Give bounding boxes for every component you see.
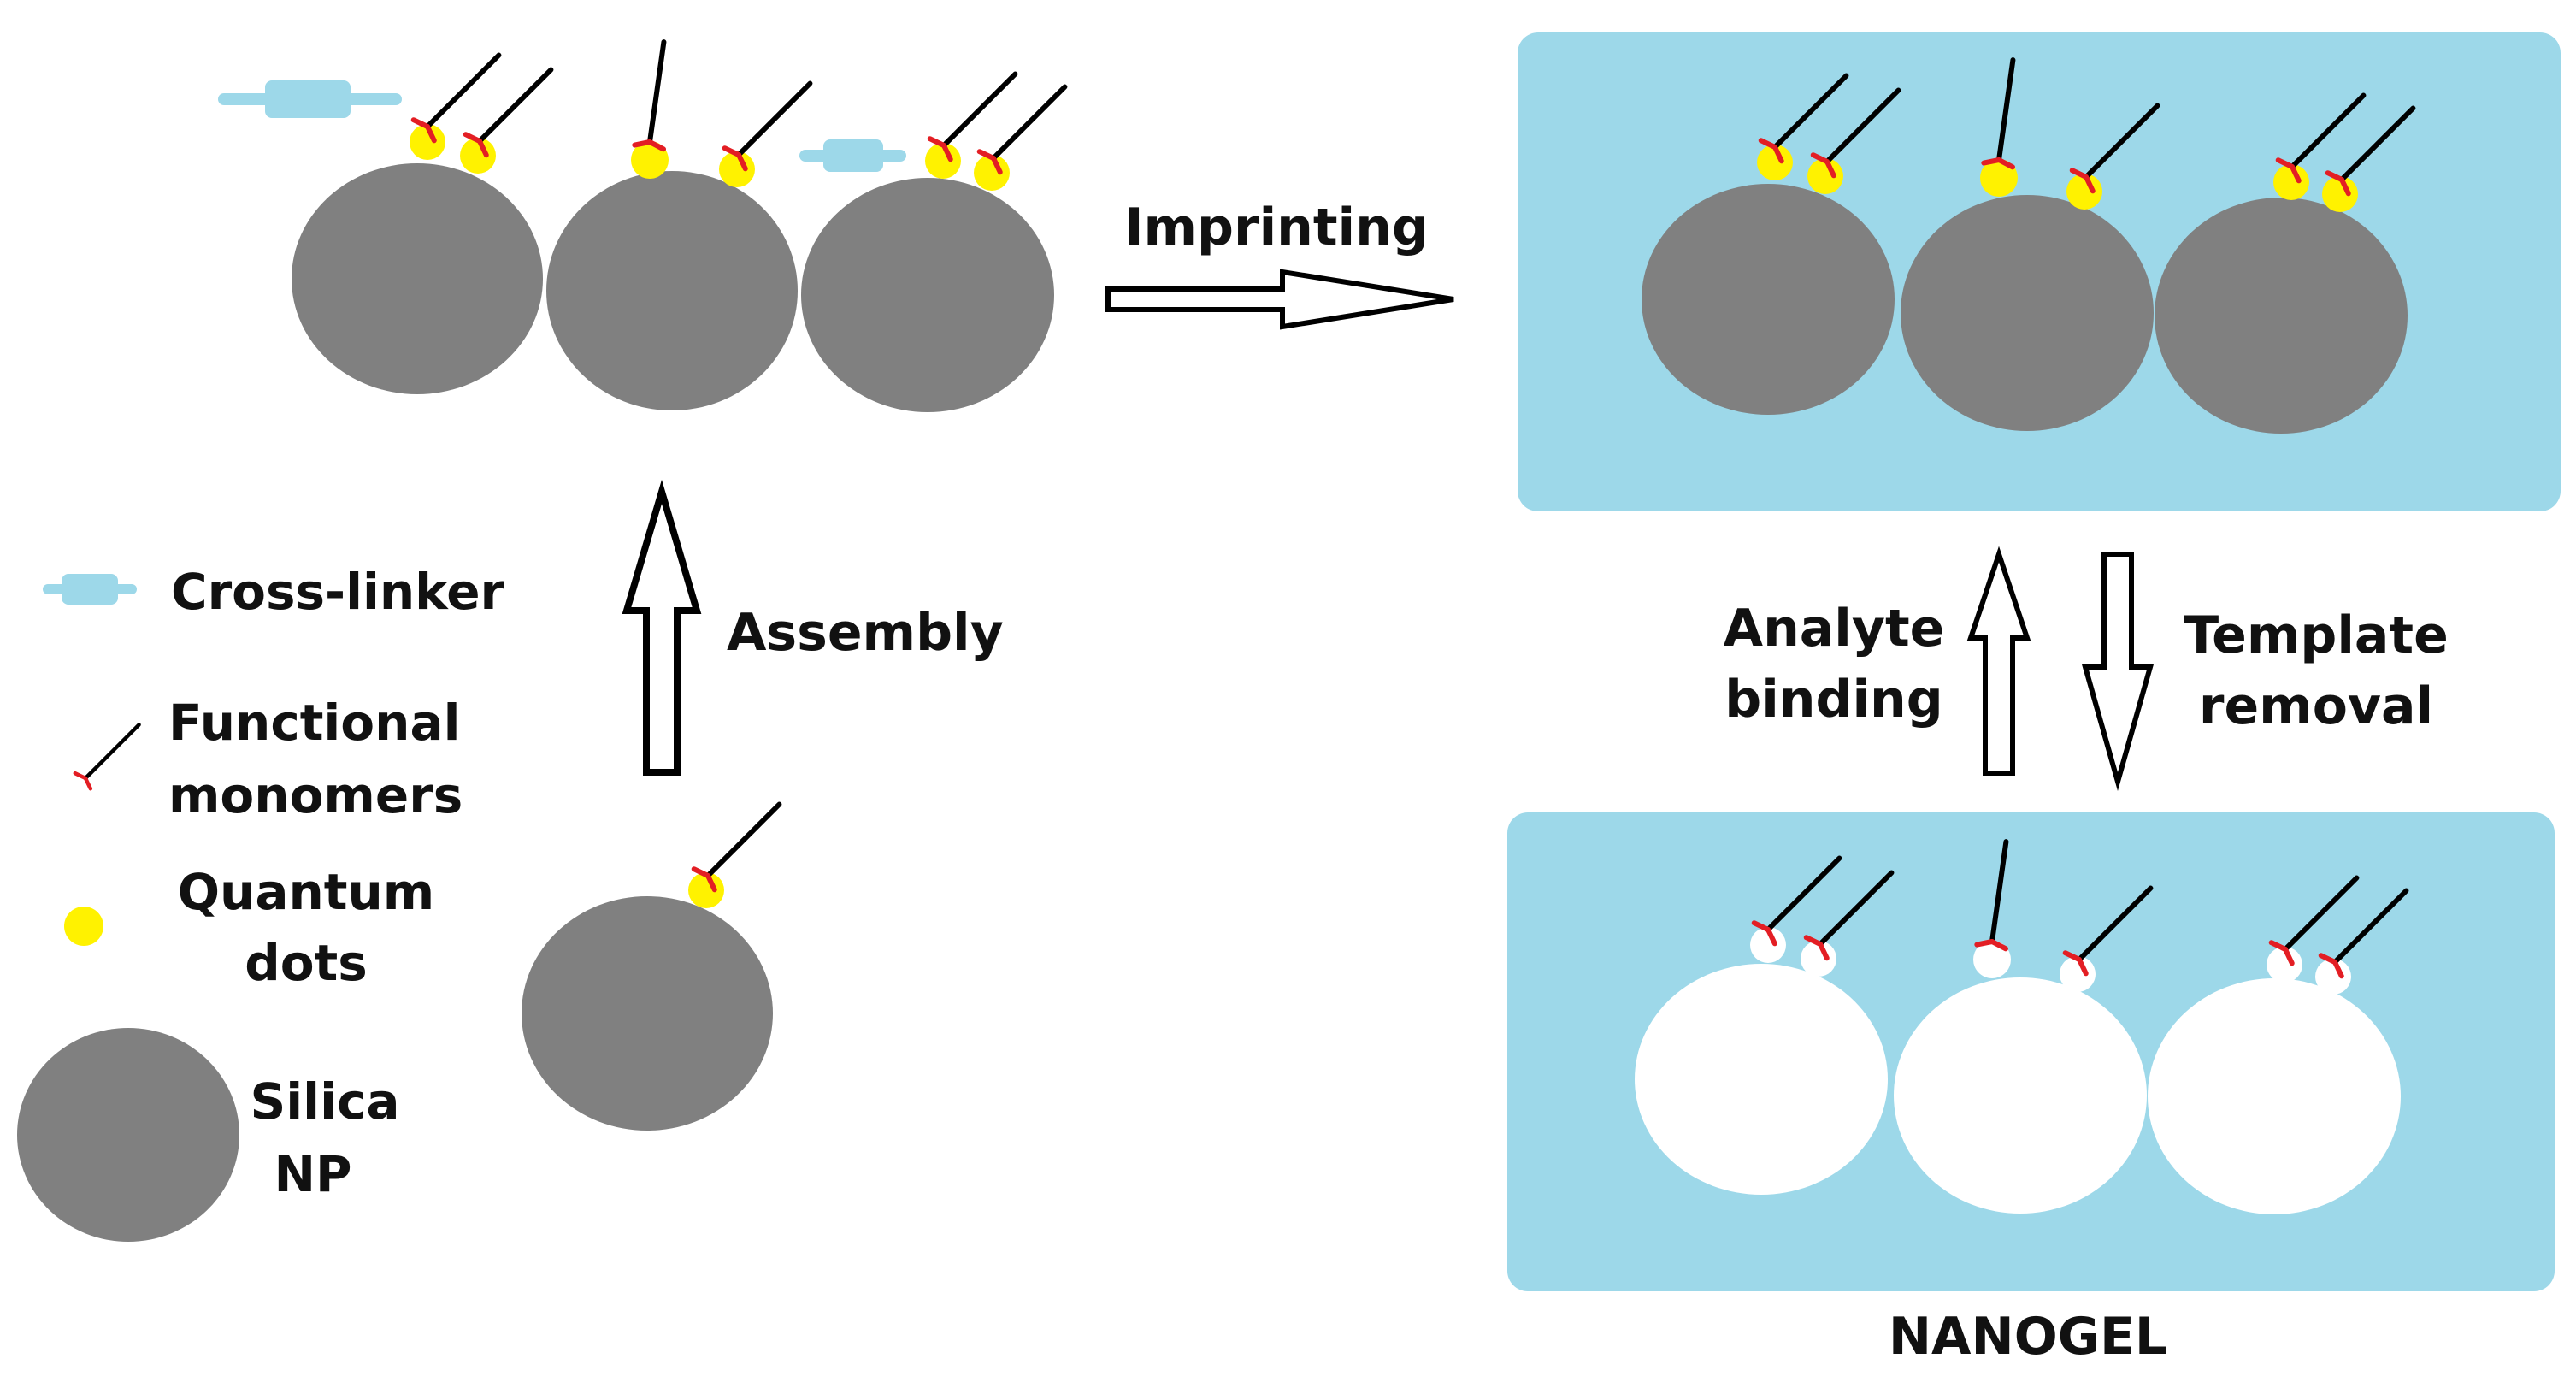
quantum-dot xyxy=(2273,164,2309,200)
assembled-complex xyxy=(218,39,1068,412)
quantum-dot xyxy=(2322,176,2358,212)
silica-np xyxy=(522,896,773,1131)
legend-silica-np-label-line1: Silica xyxy=(251,1072,400,1131)
quantum-dot xyxy=(2066,174,2102,210)
legend-crosslinker-icon xyxy=(43,574,137,605)
functional-monomer-icon xyxy=(691,801,782,893)
legend-quantum-dot-icon xyxy=(64,907,103,946)
precursor-particle xyxy=(522,801,782,1131)
cavity xyxy=(2148,978,2401,1214)
silica-np xyxy=(292,163,543,394)
assembly-arrow xyxy=(622,479,702,776)
legend-functional-monomers-label-line2: monomers xyxy=(168,766,463,824)
cavity xyxy=(2267,947,2302,983)
functional-monomer-icon xyxy=(976,84,1068,175)
functional-monomer-icon xyxy=(2268,875,2360,966)
cavity xyxy=(2060,956,2096,992)
functional-monomer-icon xyxy=(2318,888,2409,979)
cavity xyxy=(1750,927,1786,963)
functional-monomer-icon xyxy=(632,39,667,152)
functional-monomer-icon xyxy=(2275,92,2367,184)
quantum-dot xyxy=(1807,158,1843,194)
quantum-dot xyxy=(631,141,669,179)
legend-silica-np-label-line2: NP xyxy=(274,1145,351,1203)
analyte-binding-label-line2: binding xyxy=(1724,670,1942,729)
legend-functional-monomers-label-line1: Functional xyxy=(168,694,460,752)
legend-quantum-dots-label-line2: dots xyxy=(245,934,368,992)
cavity xyxy=(1973,941,2011,978)
functional-monomer-icon xyxy=(1751,855,1842,947)
quantum-dot xyxy=(974,155,1010,191)
analyte-binding-label-line1: Analyte xyxy=(1724,599,1945,659)
legend-quantum-dots-label-line1: Quantum xyxy=(178,863,434,921)
legend-crosslinker-label: Cross-linker xyxy=(171,563,505,621)
functional-monomer-icon xyxy=(722,80,813,172)
cavity xyxy=(1894,977,2147,1214)
legend-silica-np-icon xyxy=(17,1028,239,1242)
quantum-dot xyxy=(410,124,445,160)
template-removal-label-line2: removal xyxy=(2199,676,2433,736)
imprinting-arrow xyxy=(1105,269,1454,330)
functional-monomer-icon xyxy=(2069,103,2160,194)
imprinted-complex xyxy=(1642,57,2416,434)
nanogel-label: NANOGEL xyxy=(1889,1307,2167,1367)
analyte-binding-arrow xyxy=(1966,546,2031,776)
nanogel-cavities xyxy=(1635,839,2409,1214)
cavity xyxy=(1635,964,1888,1195)
quantum-dot xyxy=(925,143,961,179)
imprinting-label: Imprinting xyxy=(1124,198,1429,257)
functional-monomer-icon xyxy=(927,71,1018,162)
template-removal-label-line1: Template xyxy=(2184,605,2449,665)
functional-monomer-icon xyxy=(1810,87,1901,179)
crosslinker-icon xyxy=(799,139,906,172)
template-removal-arrow xyxy=(2082,552,2154,791)
silica-np xyxy=(546,171,798,410)
silica-np xyxy=(801,178,1054,412)
legend: Cross-linker Functional monomers Quantum… xyxy=(17,563,505,1242)
quantum-dot xyxy=(1980,159,2018,197)
quantum-dot xyxy=(460,138,496,174)
silica-np xyxy=(1642,184,1895,415)
quantum-dot xyxy=(719,151,755,187)
quantum-dot xyxy=(688,872,724,908)
functional-monomer-icon xyxy=(2062,885,2154,977)
assembly-label: Assembly xyxy=(727,603,1004,663)
functional-monomer-icon xyxy=(1758,73,1849,164)
functional-monomer-icon xyxy=(410,52,502,144)
legend-functional-monomer-icon xyxy=(73,723,141,791)
cavity xyxy=(2315,959,2351,995)
functional-monomer-icon xyxy=(1974,839,2009,952)
functional-monomer-icon xyxy=(2325,105,2416,197)
functional-monomer-icon xyxy=(1981,57,2016,170)
quantum-dot xyxy=(1757,145,1793,180)
silica-np xyxy=(1901,195,2154,431)
cavity xyxy=(1801,941,1836,977)
crosslinker-icon xyxy=(218,80,402,118)
functional-monomer-icon xyxy=(463,67,554,158)
silica-np xyxy=(2155,198,2408,434)
functional-monomer-icon xyxy=(1803,870,1895,961)
